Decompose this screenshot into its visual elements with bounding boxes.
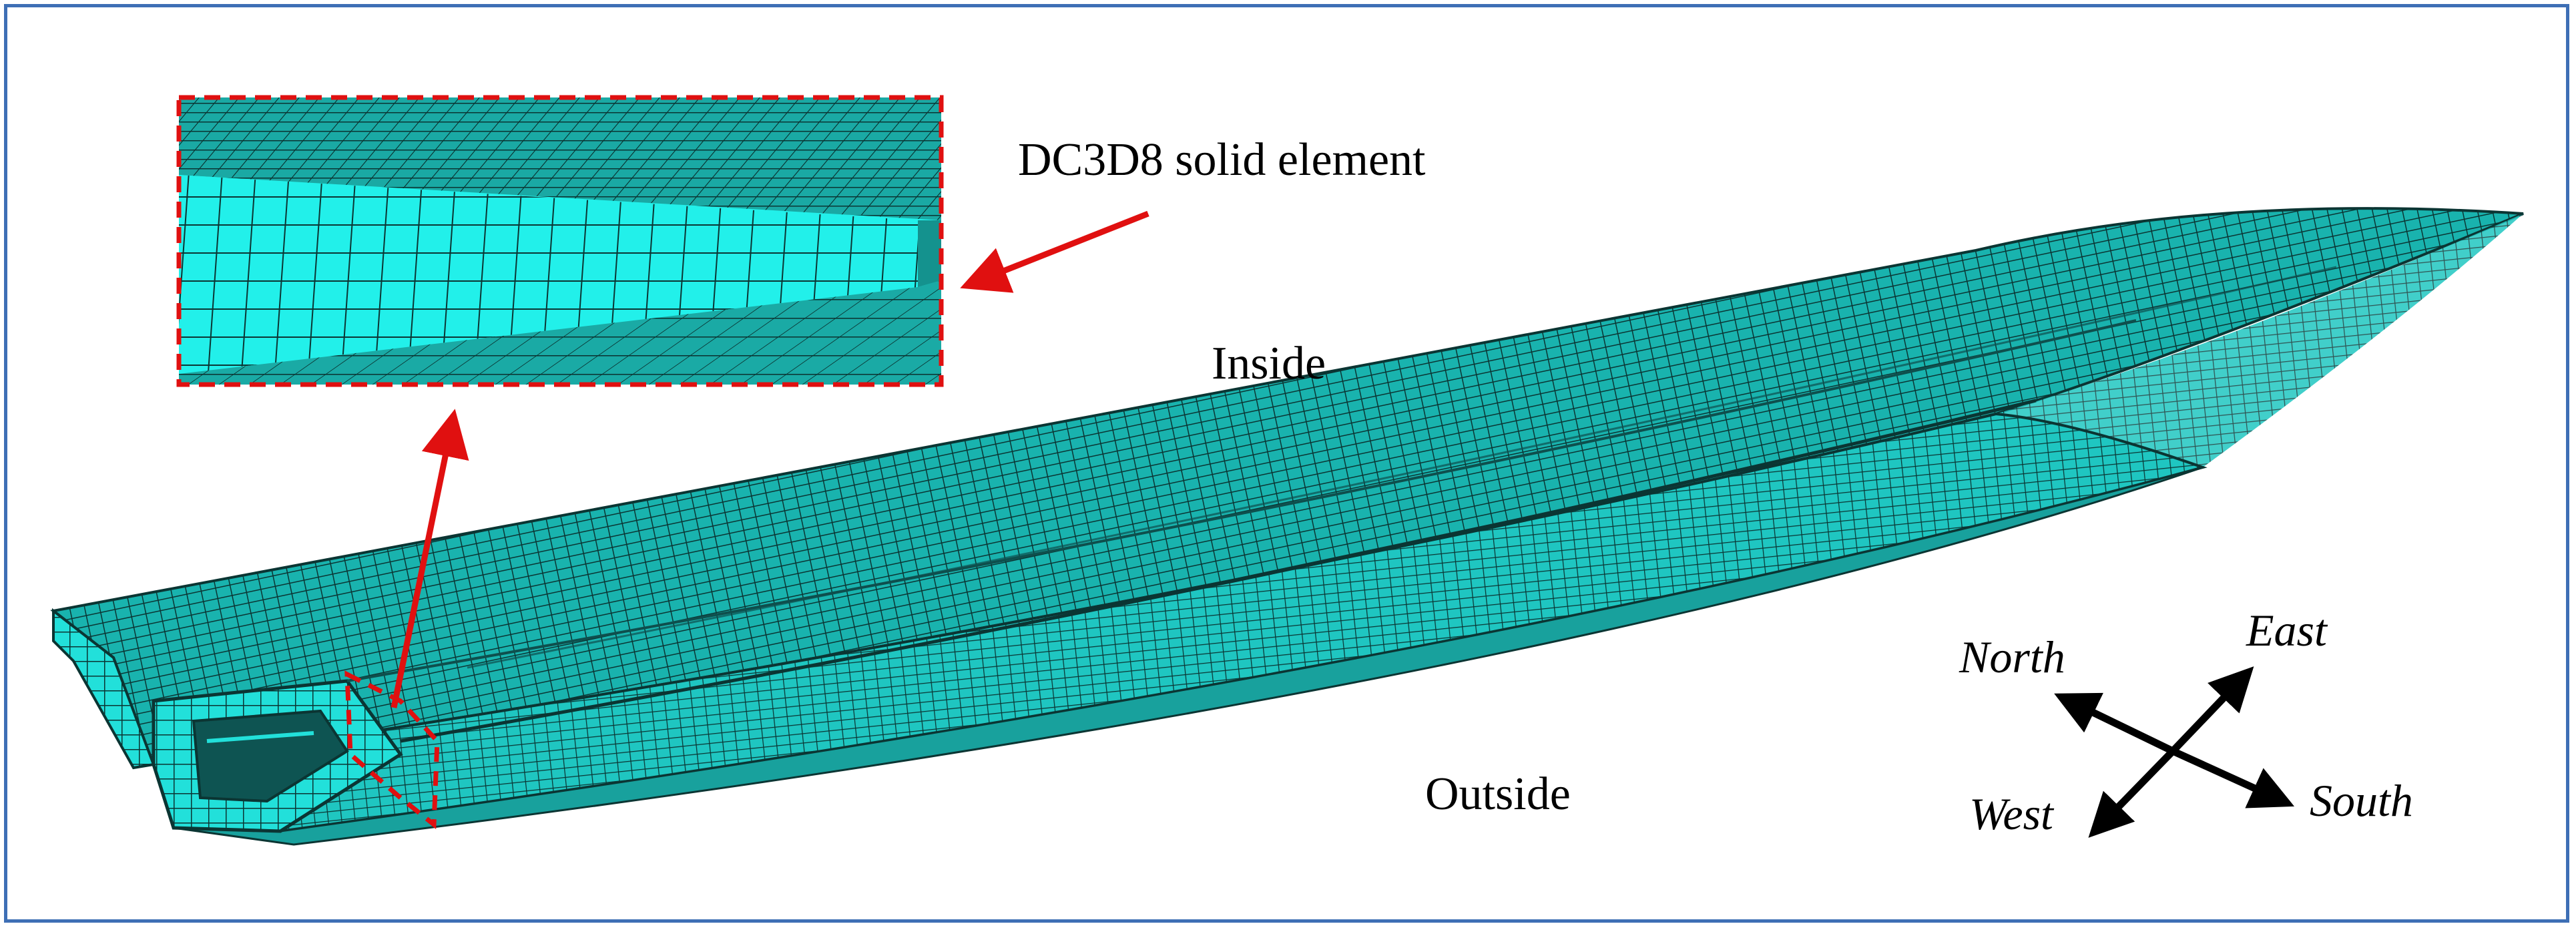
girder-bottom xyxy=(173,466,2204,846)
deck-rib-line xyxy=(346,319,2137,682)
inset-bottom-face xyxy=(179,280,941,385)
arrow-north xyxy=(2054,692,2175,754)
inset-edge-face xyxy=(918,220,941,287)
inset-flange-face xyxy=(179,175,918,374)
inner-web xyxy=(1996,214,2523,507)
inside-label: Inside xyxy=(1212,338,1326,389)
left-cantilever xyxy=(52,608,156,770)
zoom-inset xyxy=(176,95,944,387)
callout-arrow xyxy=(960,210,1149,293)
deck-rib-line xyxy=(467,266,2337,669)
inset-top-mesh xyxy=(179,97,941,220)
compass-south-label: South xyxy=(2310,775,2413,826)
arrow-east xyxy=(2170,666,2254,754)
arrow-west xyxy=(2088,748,2175,838)
element-type-label: DC3D8 solid element xyxy=(1018,134,1426,186)
compass-north-label: North xyxy=(1959,632,2065,682)
inset-border xyxy=(176,95,944,387)
zoom-arrow xyxy=(391,409,469,708)
selected-region-outline xyxy=(344,670,440,830)
compass-east-label: East xyxy=(2246,605,2327,656)
compass-arrows xyxy=(2054,666,2295,838)
arrow-south xyxy=(2171,747,2295,808)
deck-rib-line xyxy=(400,399,2037,743)
bridge-mesh xyxy=(50,207,2524,846)
outside-label: Outside xyxy=(1425,768,1571,820)
cell-inner-edge xyxy=(206,731,314,743)
compass-west-label: West xyxy=(1969,788,2053,839)
